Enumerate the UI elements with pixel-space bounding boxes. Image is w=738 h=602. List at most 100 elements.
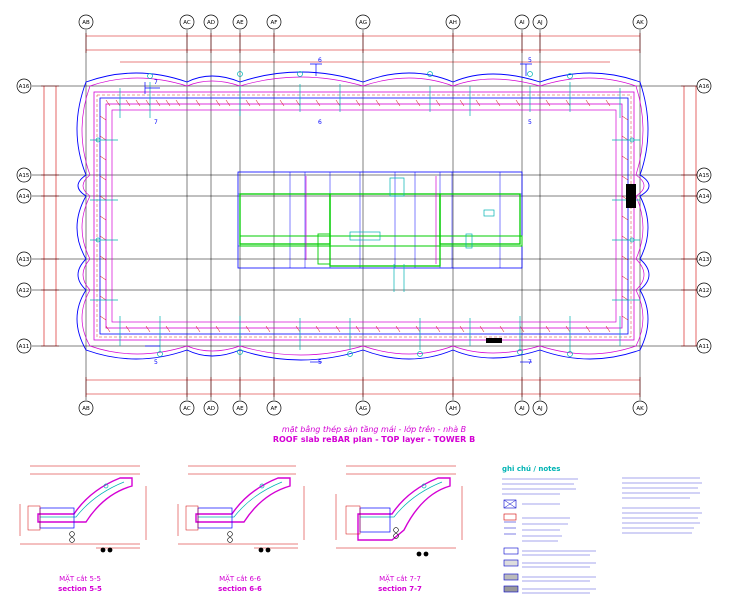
notes-text-lines	[502, 478, 578, 495]
grid-bubble-AC-bottom: AC	[179, 400, 195, 416]
grid-bubble-A12-right: A12	[696, 282, 712, 298]
svg-text:AG: AG	[359, 406, 367, 412]
svg-text:AG: AG	[359, 20, 367, 26]
grid-bubble-AH-top: AH	[445, 14, 461, 30]
grid-bubble-AI-bottom: AI	[514, 400, 530, 416]
legend-symbols	[503, 499, 519, 593]
grid-bubble-A14-right: A14	[696, 188, 712, 204]
section-title-7: MẶT cắt 7-7 section 7-7	[378, 574, 422, 593]
svg-text:AK: AK	[636, 20, 644, 26]
svg-text:AE: AE	[236, 406, 244, 412]
svg-text:5: 5	[154, 359, 158, 366]
grid-bubble-AE-bottom: AE	[232, 400, 248, 416]
grid-row-bubbles-right: A16 A15 A14 A13 A12 A11	[696, 78, 712, 354]
svg-text:A15: A15	[19, 173, 30, 179]
grid-bubble-AJ-top: AJ	[532, 14, 548, 30]
grid-bubble-A15-right: A15	[696, 167, 712, 183]
grid-bubble-AD-top: AD	[203, 14, 219, 30]
svg-text:A14: A14	[19, 194, 30, 200]
svg-text:section 6-6: section 6-6	[218, 585, 262, 593]
grid-bubble-A15-left: A15	[16, 167, 32, 183]
svg-text:AD: AD	[207, 406, 215, 412]
perimeter-rebar-markers	[90, 71, 640, 357]
grid-row-bubbles-left: A16 A15 A14 A13 A12 A11	[16, 78, 32, 354]
svg-text:6: 6	[318, 57, 322, 64]
grid-bubble-AH-bottom: AH	[445, 400, 461, 416]
svg-text:MẶT cắt 6-6: MẶT cắt 6-6	[219, 574, 261, 583]
svg-text:AH: AH	[449, 406, 457, 412]
grid-bubble-AB-top: AB	[78, 14, 94, 30]
grid-column-bubbles-top: AB AC AD AE AF AG AH AI AJ AK	[78, 14, 648, 30]
grid-bubble-A16-left: A16	[16, 78, 32, 94]
grid-bubble-AJ-bottom: AJ	[532, 400, 548, 416]
svg-text:7: 7	[154, 119, 158, 126]
svg-text:A11: A11	[19, 344, 30, 350]
grid-lines	[32, 30, 706, 400]
svg-text:AJ: AJ	[537, 406, 543, 412]
svg-text:AI: AI	[519, 20, 525, 26]
grid-bubble-AK-bottom: AK	[632, 400, 648, 416]
grid-bubble-A11-left: A11	[16, 338, 32, 354]
svg-text:A13: A13	[699, 257, 710, 263]
svg-text:6: 6	[318, 119, 322, 126]
svg-text:5: 5	[528, 57, 532, 64]
svg-text:AF: AF	[271, 406, 278, 412]
svg-text:A13: A13	[19, 257, 30, 263]
svg-text:AI: AI	[519, 406, 525, 412]
plan-title-en: ROOF slab reBAR plan - TOP layer - TOWER…	[273, 435, 475, 444]
grid-bubble-AC-top: AC	[179, 14, 195, 30]
svg-text:A14: A14	[699, 194, 710, 200]
grid-bubble-A16-right: A16	[696, 78, 712, 94]
svg-text:MẶT cắt 5-5: MẶT cắt 5-5	[59, 574, 101, 583]
svg-text:7: 7	[528, 359, 532, 366]
notes-right-column-lines	[622, 477, 702, 534]
svg-text:A12: A12	[19, 288, 30, 294]
svg-text:AB: AB	[82, 20, 90, 26]
svg-text:AE: AE	[236, 20, 244, 26]
grid-bubble-AI-top: AI	[514, 14, 530, 30]
grid-bubble-AB-bottom: AB	[78, 400, 94, 416]
svg-text:A16: A16	[699, 84, 710, 90]
svg-text:A11: A11	[699, 344, 710, 350]
grid-bubble-A13-right: A13	[696, 251, 712, 267]
svg-text:5: 5	[528, 119, 532, 126]
legend-text-lines	[522, 503, 596, 594]
svg-text:AF: AF	[271, 20, 278, 26]
grid-column-bubbles-bottom: AB AC AD AE AF AG AH AI AJ AK	[78, 400, 648, 416]
grid-bubble-AD-bottom: AD	[203, 400, 219, 416]
svg-text:MẶT cắt 7-7: MẶT cắt 7-7	[379, 574, 421, 583]
svg-text:A12: A12	[699, 288, 710, 294]
section-title-6: MẶT cắt 6-6 section 6-6	[218, 574, 262, 593]
svg-text:section 5-5: section 5-5	[58, 585, 102, 593]
section-detail-5	[19, 465, 147, 553]
plan-title-block: mặt bằng thép sàn tầng mái - lớp trên - …	[273, 424, 475, 444]
grid-bubble-AG-bottom: AG	[355, 400, 371, 416]
svg-text:AK: AK	[636, 406, 644, 412]
core-area	[237, 171, 636, 343]
grid-bubble-A11-right: A11	[696, 338, 712, 354]
grid-bubble-A12-left: A12	[16, 282, 32, 298]
side-dimension-lines	[41, 85, 699, 347]
svg-text:AH: AH	[449, 20, 457, 26]
grid-bubble-A13-left: A13	[16, 251, 32, 267]
notes-legend: ghi chú / notes	[502, 465, 702, 594]
svg-text:7: 7	[154, 79, 158, 86]
section-detail-6	[177, 465, 305, 553]
svg-text:A16: A16	[19, 84, 30, 90]
grid-bubble-AE-top: AE	[232, 14, 248, 30]
svg-text:5: 5	[318, 359, 322, 366]
svg-text:AC: AC	[183, 406, 191, 412]
svg-text:AJ: AJ	[537, 20, 543, 26]
grid-bubble-AF-bottom: AF	[266, 400, 282, 416]
grid-bubble-AF-top: AF	[266, 14, 282, 30]
perimeter-rebar-hatch	[99, 99, 629, 333]
svg-text:AC: AC	[183, 20, 191, 26]
plan-title-vi: mặt bằng thép sàn tầng mái - lớp trên - …	[282, 424, 466, 434]
perimeter-beams	[93, 91, 635, 341]
svg-text:AB: AB	[82, 406, 90, 412]
svg-text:A15: A15	[699, 173, 710, 179]
notes-title: ghi chú / notes	[502, 465, 560, 473]
grid-bubble-A14-left: A14	[16, 188, 32, 204]
grid-bubble-AG-top: AG	[355, 14, 371, 30]
